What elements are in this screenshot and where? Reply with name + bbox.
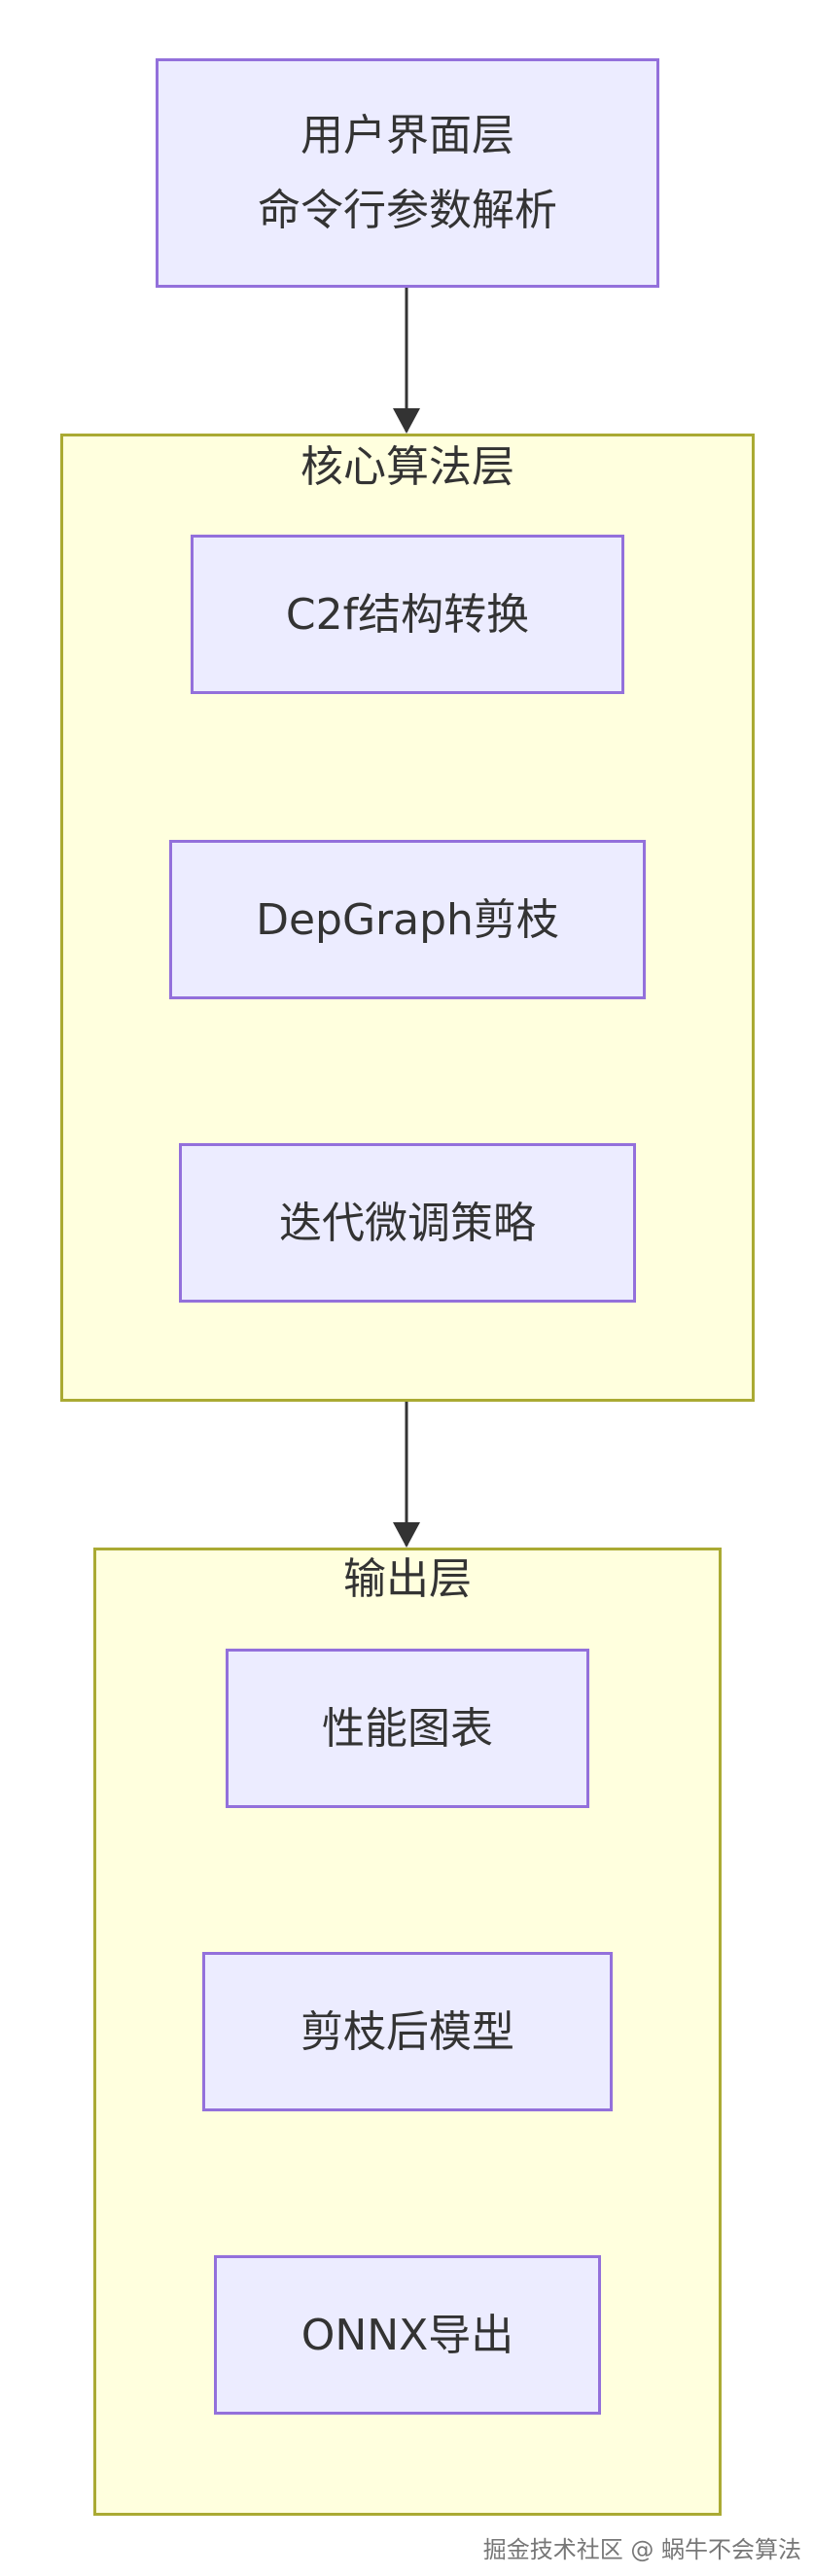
cli-parse-label: 命令行参数解析: [258, 186, 557, 235]
edge-core-to-output-arrowhead: [393, 1522, 420, 1548]
performance-chart-label: 性能图表: [322, 1703, 493, 1754]
onnx-export-node: ONNX导出: [214, 2255, 601, 2415]
iterative-finetune-node: 迭代微调策略: [179, 1143, 636, 1303]
core-algorithm-title: 核心算法层: [300, 442, 514, 492]
edge-ui-to-core-arrowhead: [393, 408, 420, 434]
c2f-conversion-node: C2f结构转换: [191, 535, 624, 694]
iterative-finetune-label: 迭代微调策略: [279, 1198, 536, 1248]
pruned-model-node: 剪枝后模型: [202, 1952, 613, 2111]
c2f-conversion-label: C2f结构转换: [285, 589, 530, 640]
ui-layer-node: 用户界面层 命令行参数解析: [156, 58, 659, 288]
onnx-export-label: ONNX导出: [300, 2310, 514, 2360]
depgraph-pruning-label: DepGraph剪枝: [256, 894, 559, 945]
output-title: 输出层: [343, 1554, 472, 1604]
depgraph-pruning-node: DepGraph剪枝: [169, 840, 646, 999]
pruned-model-label: 剪枝后模型: [300, 2006, 514, 2057]
ui-layer-title: 用户界面层: [300, 111, 514, 160]
watermark: 掘金技术社区 @ 蜗牛不会算法: [482, 2536, 801, 2563]
performance-chart-node: 性能图表: [226, 1649, 589, 1808]
